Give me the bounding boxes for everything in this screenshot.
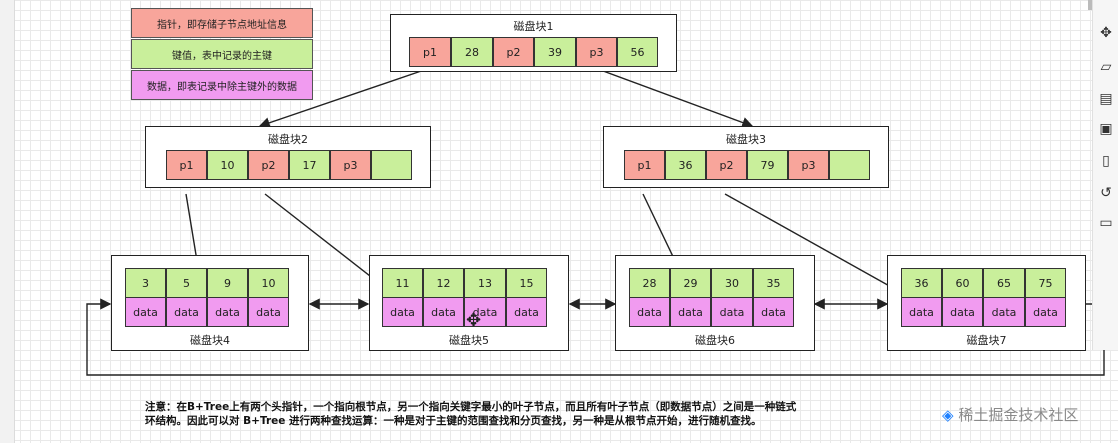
legend-data: 数据，即表记录中除主键外的数据 xyxy=(131,70,313,100)
cell-key: 17 xyxy=(289,150,330,180)
note-line-1: 注意：在B+Tree上有两个头指针，一个指向根节点，另一个指向关键字最小的叶子节… xyxy=(145,401,797,413)
cell-key: 11 xyxy=(382,268,423,298)
cell-key: 65 xyxy=(983,268,1025,298)
cell-data: data xyxy=(901,297,942,327)
block-title: 磁盘块6 xyxy=(695,334,735,347)
cell-data: data xyxy=(670,297,711,327)
legend-pointer: 指针，即存储子节点地址信息 xyxy=(131,8,313,38)
cell-key: 9 xyxy=(207,268,248,298)
cell-pointer: p1 xyxy=(624,150,665,180)
cell-data: data xyxy=(166,297,207,327)
cell-pointer: p1 xyxy=(409,37,451,67)
cell-pointer: p2 xyxy=(493,37,534,67)
edge-b1-b3 xyxy=(594,67,754,128)
scrollbar-thumb[interactable] xyxy=(1088,0,1092,10)
cell-key: 5 xyxy=(166,268,207,298)
cell-data: data xyxy=(629,297,670,327)
cell-data: data xyxy=(248,297,289,327)
calendar-icon[interactable]: ▤ xyxy=(1099,91,1113,107)
legend-key: 键值，表中记录的主键 xyxy=(131,39,313,69)
cell-key: 75 xyxy=(1025,268,1066,298)
edge-b1-b2 xyxy=(258,67,431,129)
cell-data: data xyxy=(753,297,794,327)
cell-data: data xyxy=(983,297,1025,327)
cell-key: 28 xyxy=(451,37,493,67)
legend-key-label: 键值，表中记录的主键 xyxy=(172,50,272,62)
legend-pointer-label: 指针，即存储子节点地址信息 xyxy=(157,19,287,31)
cell-key: 12 xyxy=(423,268,464,298)
cell-pointer: p3 xyxy=(576,37,617,67)
cell-data: data xyxy=(711,297,753,327)
cell-data: data xyxy=(125,297,166,327)
block-title: 磁盘块7 xyxy=(966,334,1007,347)
cell-key: 56 xyxy=(617,37,658,67)
note-text: 注意：在B+Tree上有两个头指针，一个指向根节点，另一个指向关键字最小的叶子节… xyxy=(145,400,825,428)
cell-key xyxy=(829,150,870,180)
watermark-text: 稀土掘金技术社区 xyxy=(958,406,1079,424)
watermark: ◈ 稀土掘金技术社区 xyxy=(942,404,1078,425)
move-cursor-icon: ✥ xyxy=(466,310,482,331)
block-title: 磁盘块4 xyxy=(190,334,230,347)
history-icon[interactable]: ↺ xyxy=(1100,185,1112,201)
cell-pointer: p2 xyxy=(706,150,747,180)
right-toolbar: ✥ ▱ ▤ ▣ ▯ ↺ ▭ xyxy=(1092,0,1118,350)
block-title: 磁盘块5 xyxy=(449,334,489,347)
legend-data-label: 数据，即表记录中除主键外的数据 xyxy=(147,81,297,93)
cell-key: 36 xyxy=(901,268,942,298)
cell-pointer: p2 xyxy=(248,150,289,180)
move-icon[interactable]: ✥ xyxy=(1100,25,1112,41)
cell-data: data xyxy=(207,297,248,327)
note-line-2: 环结构。因此可以对 B+Tree 进行两种查找运算：一种是对于主键的范围查找和分… xyxy=(145,415,762,427)
cell-data: data xyxy=(942,297,983,327)
cell-key: 36 xyxy=(665,150,706,180)
block-title: 磁盘块3 xyxy=(726,133,766,146)
cell-pointer: p1 xyxy=(166,150,207,180)
cell-data: data xyxy=(464,297,506,327)
cell-data: data xyxy=(423,297,464,327)
comment-icon[interactable]: ▭ xyxy=(1099,215,1113,231)
page-icon[interactable]: ▯ xyxy=(1102,153,1110,169)
format-icon[interactable]: ▱ xyxy=(1100,59,1112,75)
block-title: 磁盘块2 xyxy=(268,133,308,146)
cell-key: 13 xyxy=(464,268,506,298)
cell-key: 10 xyxy=(207,150,248,180)
cell-pointer: p3 xyxy=(330,150,371,180)
cell-data: data xyxy=(1025,297,1066,327)
cell-key: 30 xyxy=(711,268,753,298)
cell-key: 60 xyxy=(942,268,983,298)
cell-key: 29 xyxy=(670,268,711,298)
outline-icon[interactable]: ▣ xyxy=(1099,121,1113,137)
cell-key xyxy=(371,150,412,180)
logo-icon: ◈ xyxy=(942,406,954,424)
cell-key: 3 xyxy=(125,268,166,298)
cell-key: 39 xyxy=(534,37,576,67)
cell-key: 79 xyxy=(747,150,788,180)
cell-data: data xyxy=(506,297,547,327)
cell-data: data xyxy=(382,297,423,327)
left-panel-edge xyxy=(0,0,15,443)
cell-pointer: p3 xyxy=(788,150,829,180)
cell-key: 35 xyxy=(753,268,794,298)
cell-key: 28 xyxy=(629,268,670,298)
cell-key: 10 xyxy=(248,268,289,298)
block-title: 磁盘块1 xyxy=(513,20,554,33)
cell-key: 15 xyxy=(506,268,547,298)
